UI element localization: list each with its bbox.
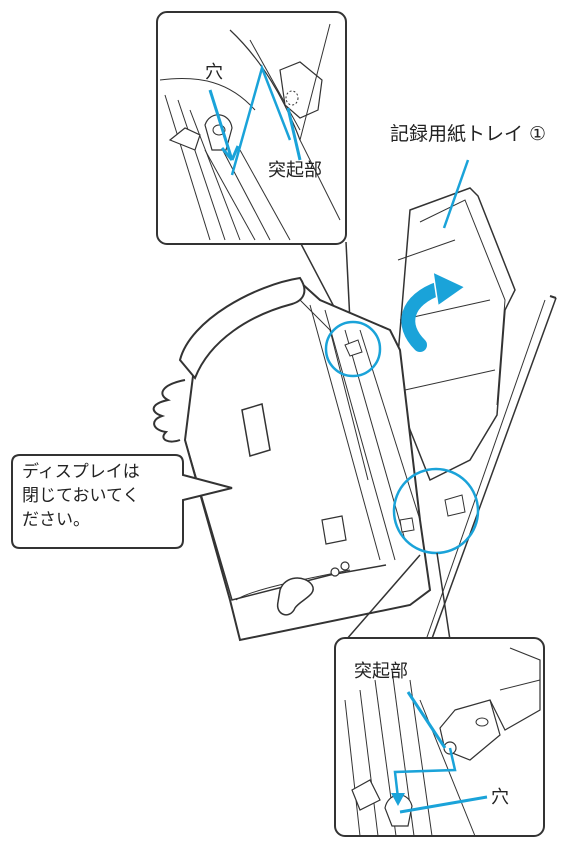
top-protrusion-label: 突起部	[268, 160, 322, 181]
top-inset	[156, 11, 351, 323]
bottom-protrusion-label: 突起部	[354, 661, 408, 682]
highlight-circle-top	[324, 320, 382, 378]
top-hole-label: 穴	[205, 62, 223, 83]
tray-label: 記録用紙トレイ ①	[390, 123, 547, 145]
bottom-inset	[334, 552, 545, 837]
lift-arrow	[401, 281, 447, 352]
bottom-hole-label: 穴	[491, 787, 509, 808]
highlight-circle-bottom	[392, 467, 480, 555]
callout-line-1: ディスプレイは	[22, 462, 140, 482]
display-note-bubble	[11, 454, 233, 549]
callout-line-3: ださい。	[22, 510, 90, 530]
fax-machine	[152, 187, 557, 645]
callout-line-2: 閉じておいてく	[22, 486, 140, 506]
